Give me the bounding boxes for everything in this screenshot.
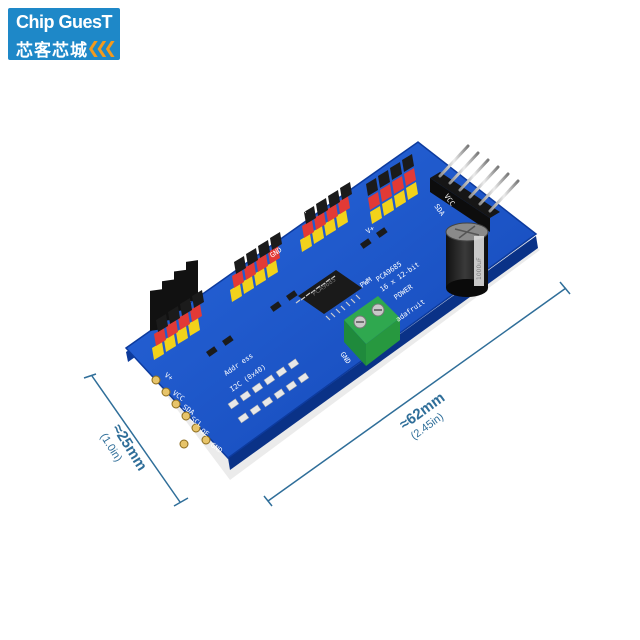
width-dimension (83, 373, 189, 507)
label-vplus-group2: V+ (219, 252, 231, 263)
resistor-array (205, 227, 388, 357)
address-jumper-pads (227, 358, 310, 424)
servo-header-pins (156, 134, 408, 320)
servo-header-group-4 (366, 154, 418, 224)
servo-header-group-2 (230, 232, 282, 302)
capacitor-marking: 1000uF (476, 257, 483, 280)
servo-header-group-1-pins (152, 290, 204, 360)
length-dimension (263, 281, 571, 507)
servo-headers (150, 154, 418, 360)
brand-logo: Chip GuesT 芯客芯城 ❮❮❮ (8, 8, 120, 61)
brand-name-zh: 芯客芯城 (16, 41, 88, 61)
power-screw-terminal (344, 296, 400, 366)
left-header-holes (151, 375, 211, 449)
chevron-left-icon: ❮❮❮ (86, 38, 117, 57)
servo-header-group-3 (300, 182, 352, 252)
brand-name-en: Chip GuesT (16, 12, 113, 32)
label-vplus-group4: V+ (365, 224, 377, 235)
label-oe-left: OE (199, 427, 211, 438)
right-header (430, 144, 520, 232)
electrolytic-capacitor: 1000uF (445, 222, 489, 297)
label-vplus-left: V+ (163, 371, 175, 382)
